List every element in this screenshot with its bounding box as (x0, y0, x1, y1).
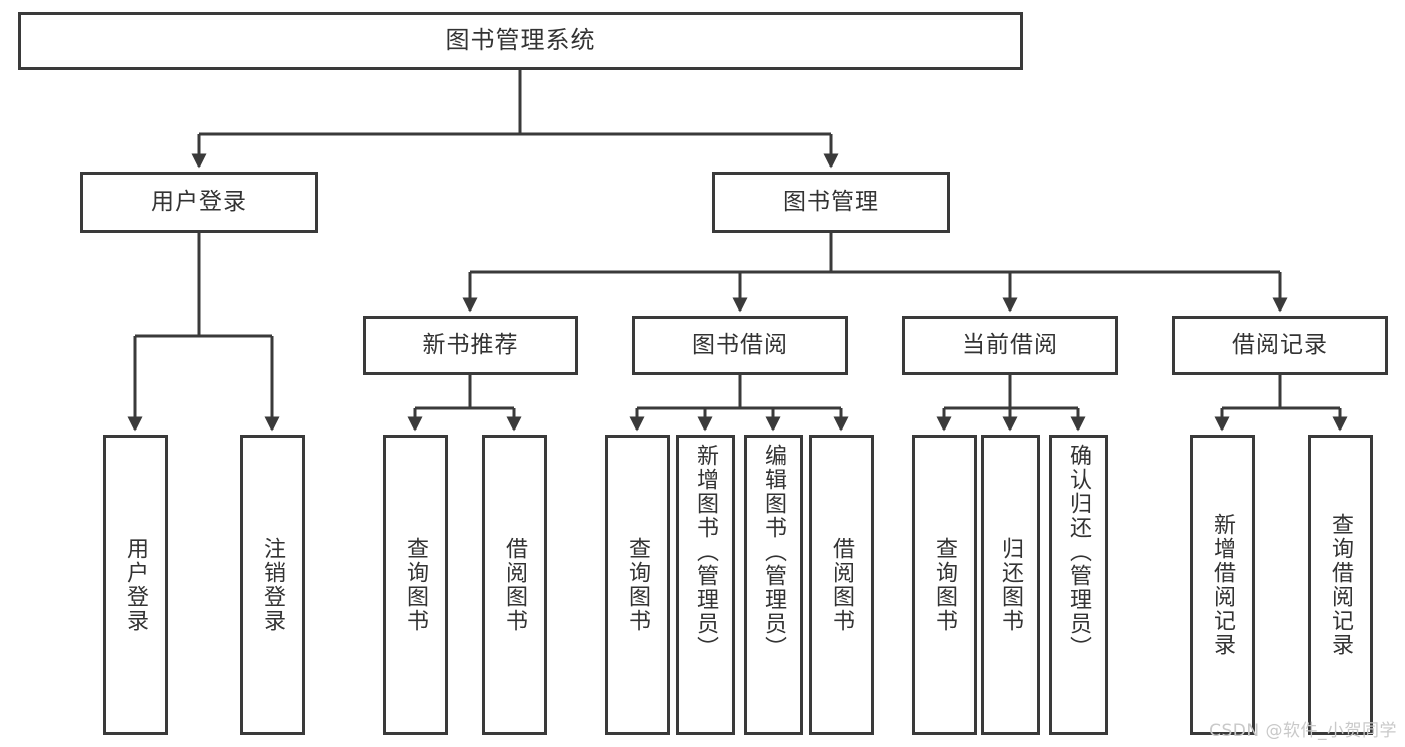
node-label: 注销登录 (260, 537, 286, 633)
node-label: 借阅记录 (1232, 332, 1328, 359)
node-user-login[interactable]: 用户登录 (80, 172, 318, 233)
node-label: 借阅图书 (829, 537, 855, 633)
node-label: 归还图书 (998, 537, 1024, 633)
node-label: 新书推荐 (422, 332, 519, 359)
node-label: 新增借阅记录 (1210, 513, 1236, 657)
node-label: 新增图书（管理员） (693, 444, 719, 660)
node-new-book-recommend[interactable]: 新书推荐 (363, 316, 578, 375)
leaf-new-book-query-book[interactable]: 查询图书 (383, 435, 448, 735)
leaf-user-login-login[interactable]: 用户登录 (103, 435, 168, 735)
leaf-current-borrow-confirm-return-admin[interactable]: 确认归还（管理员） (1049, 435, 1108, 735)
node-label: 查询图书 (625, 537, 651, 633)
leaf-book-borrow-borrow-book[interactable]: 借阅图书 (809, 435, 874, 735)
leaf-book-borrow-add-book-admin[interactable]: 新增图书（管理员） (676, 435, 735, 735)
node-label: 查询借阅记录 (1328, 513, 1354, 657)
leaf-current-borrow-query-book[interactable]: 查询图书 (912, 435, 977, 735)
leaf-borrow-record-add-record[interactable]: 新增借阅记录 (1190, 435, 1255, 735)
node-label: 确认归还（管理员） (1066, 444, 1092, 660)
node-borrow-record[interactable]: 借阅记录 (1172, 316, 1388, 375)
node-label: 图书借阅 (692, 332, 788, 359)
node-current-borrow[interactable]: 当前借阅 (902, 316, 1118, 375)
node-label: 用户登录 (123, 537, 149, 633)
node-label: 编辑图书（管理员） (761, 444, 787, 660)
node-label: 查询图书 (932, 537, 958, 633)
node-root-book-management-system[interactable]: 图书管理系统 (18, 12, 1023, 70)
node-label: 借阅图书 (502, 537, 528, 633)
node-book-management[interactable]: 图书管理 (712, 172, 950, 233)
node-label: 图书管理系统 (445, 26, 596, 55)
csdn-watermark: CSDN @软件_小贺同学 (1209, 721, 1397, 741)
node-label: 用户登录 (151, 189, 247, 216)
node-label: 当前借阅 (962, 332, 1058, 359)
leaf-book-borrow-query-book[interactable]: 查询图书 (605, 435, 670, 735)
node-label: 图书管理 (783, 189, 879, 216)
leaf-user-login-logout[interactable]: 注销登录 (240, 435, 305, 735)
leaf-book-borrow-edit-book-admin[interactable]: 编辑图书（管理员） (744, 435, 803, 735)
node-book-borrow[interactable]: 图书借阅 (632, 316, 848, 375)
leaf-new-book-borrow-book[interactable]: 借阅图书 (482, 435, 547, 735)
leaf-current-borrow-return-book[interactable]: 归还图书 (981, 435, 1040, 735)
node-label: 查询图书 (403, 537, 429, 633)
leaf-borrow-record-query-record[interactable]: 查询借阅记录 (1308, 435, 1373, 735)
